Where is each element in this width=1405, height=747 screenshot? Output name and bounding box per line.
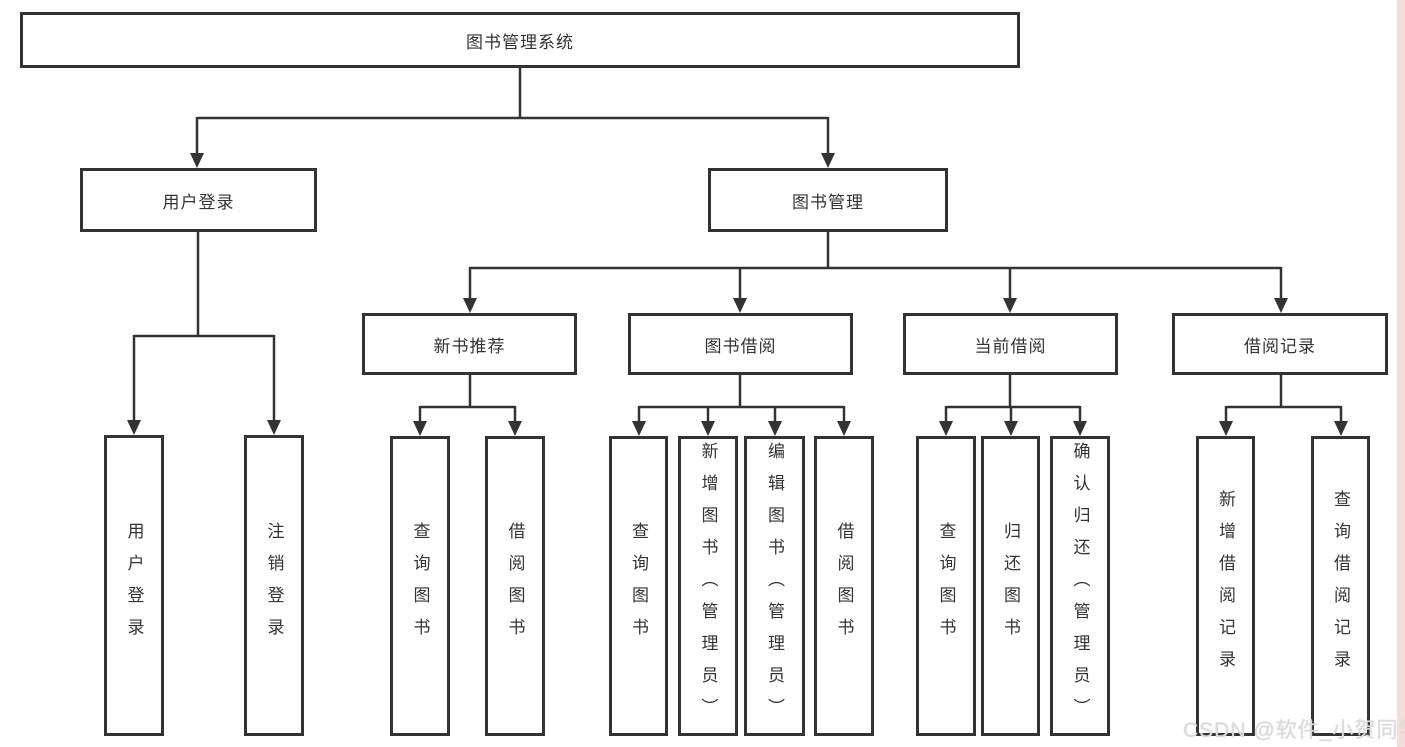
node-leaf-user-login: 用户登录 <box>104 435 164 736</box>
node-book-management-branch: 图书管理 <box>708 168 948 232</box>
node-label: 新增借阅记录 <box>1216 490 1235 682</box>
node-leaf-edit-books-admin: 编辑图书（管理员） <box>744 436 805 736</box>
node-label: 图书管理 <box>792 192 864 212</box>
node-leaf-confirm-return-admin: 确认归还（管理员） <box>1050 436 1110 736</box>
node-root-system: 图书管理系统 <box>20 12 1020 68</box>
node-label: 用户登录 <box>124 521 144 650</box>
node-label: 编辑图书（管理员） <box>765 442 784 730</box>
node-label: 借阅图书 <box>834 522 854 650</box>
node-label: 图书管理系统 <box>466 32 574 52</box>
node-label: 确认归还（管理员） <box>1070 442 1090 730</box>
node-label: 借阅图书 <box>505 522 525 650</box>
node-leaf-query-books-2: 查询图书 <box>609 436 668 736</box>
node-label: 当前借阅 <box>974 336 1047 356</box>
node-leaf-return-books: 归还图书 <box>981 436 1040 736</box>
node-leaf-add-borrow-record: 新增借阅记录 <box>1196 436 1255 736</box>
node-label: 新增图书（管理员） <box>698 442 718 730</box>
node-label: 用户登录 <box>162 192 235 212</box>
node-leaf-borrow-books-2: 借阅图书 <box>814 436 874 736</box>
csdn-watermark: CSDN @软件_小贺同学 <box>1183 719 1405 742</box>
node-label: 查询图书 <box>936 522 956 650</box>
node-leaf-borrow-books-1: 借阅图书 <box>485 436 545 736</box>
node-label: 新书推荐 <box>433 336 506 356</box>
node-label: 图书借阅 <box>704 336 777 356</box>
node-leaf-logout: 注销登录 <box>244 435 304 736</box>
arrowheads <box>127 153 1348 436</box>
page-edge-strip <box>1397 0 1405 747</box>
node-leaf-query-books-3: 查询图书 <box>916 436 976 736</box>
node-label: 查询借阅记录 <box>1331 490 1350 682</box>
node-new-book-recommend: 新书推荐 <box>362 313 577 375</box>
node-borrow-records: 借阅记录 <box>1172 313 1388 375</box>
node-leaf-query-books-1: 查询图书 <box>390 436 450 736</box>
node-current-borrow: 当前借阅 <box>903 313 1118 375</box>
node-label: 查询图书 <box>410 522 430 650</box>
node-label: 借阅记录 <box>1244 336 1316 356</box>
node-user-login-branch: 用户登录 <box>80 168 317 232</box>
node-leaf-query-borrow-record: 查询借阅记录 <box>1311 436 1370 736</box>
node-leaf-add-books-admin: 新增图书（管理员） <box>678 436 738 736</box>
node-label: 归还图书 <box>1001 522 1020 650</box>
node-label: 查询图书 <box>629 522 648 650</box>
node-label: 注销登录 <box>264 521 284 650</box>
node-book-borrow: 图书借阅 <box>628 313 853 375</box>
